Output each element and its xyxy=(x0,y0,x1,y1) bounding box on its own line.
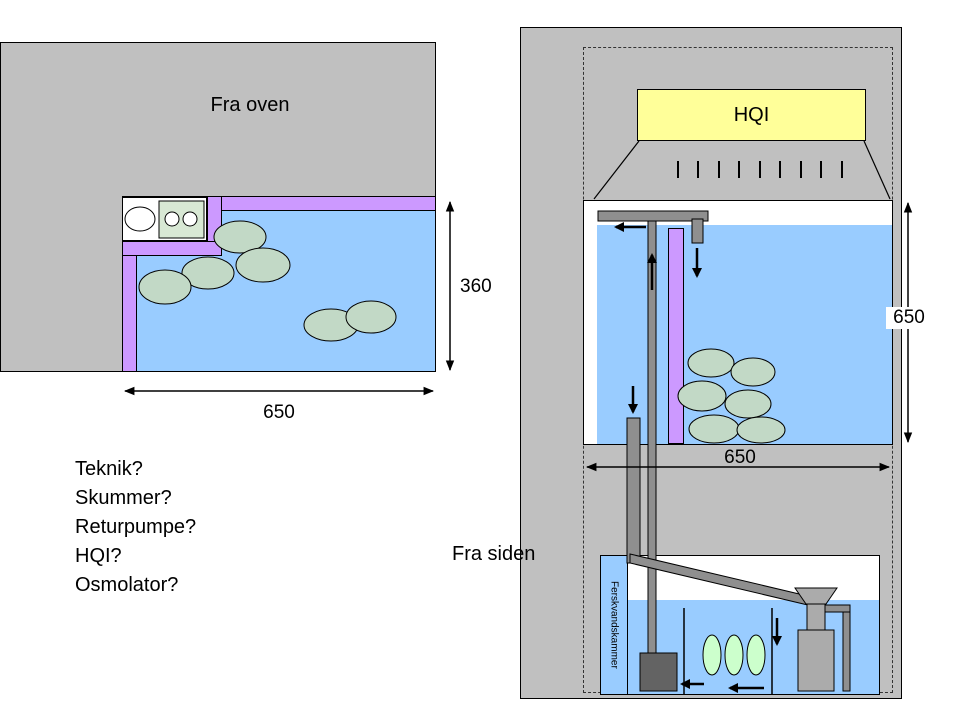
top-view-wall-top xyxy=(207,196,436,211)
hqi-lamp-label: HQI xyxy=(733,103,770,126)
side-view-weir-wall xyxy=(668,228,684,444)
dim-label-650-top-view: 650 xyxy=(263,402,295,423)
question-returpumpe: Returpumpe? xyxy=(75,516,197,538)
hqi-lamp-box: HQI xyxy=(637,89,866,141)
dim-label-650-height: 650 xyxy=(886,307,932,329)
top-view-wall-under-box xyxy=(122,241,222,256)
freshwater-chamber-label: Ferskvandskammer xyxy=(608,581,620,669)
side-view-title: Fra siden xyxy=(452,543,536,565)
top-view-equipment-box xyxy=(122,197,207,241)
top-view-wall-left xyxy=(122,255,137,372)
dim-label-360: 360 xyxy=(460,276,492,297)
freshwater-chamber: Ferskvandskammer xyxy=(601,556,628,694)
sump-water xyxy=(627,600,879,694)
question-teknik: Teknik? xyxy=(75,458,143,480)
side-view-tank-water xyxy=(597,225,892,444)
question-hqi: HQI? xyxy=(75,545,122,567)
dim-label-650-width: 650 xyxy=(724,447,756,468)
top-view-title: Fra oven xyxy=(210,94,290,116)
question-osmolator: Osmolator? xyxy=(75,574,179,596)
question-skummer: Skummer? xyxy=(75,487,172,509)
